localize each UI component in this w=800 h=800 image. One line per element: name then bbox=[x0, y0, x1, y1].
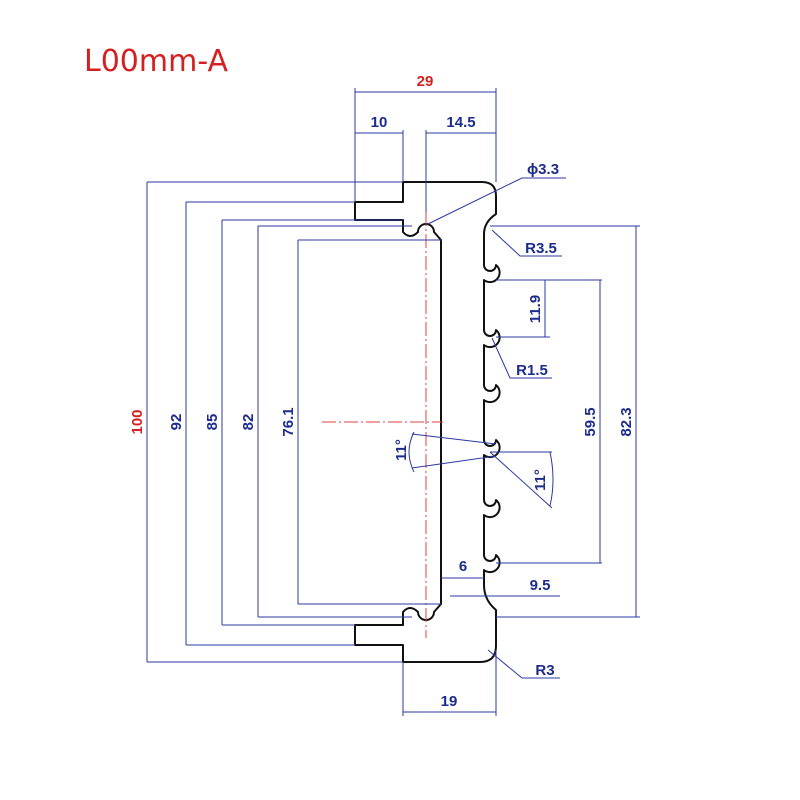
drawing-title: L00mm-A bbox=[84, 44, 229, 79]
dim-height-85: 85 bbox=[204, 414, 221, 431]
angle-arc-right bbox=[549, 451, 554, 507]
leader-radius-bottom bbox=[487, 649, 560, 679]
dim-half-width: 14.5 bbox=[446, 114, 475, 131]
dim-fin-pitch: 11.9 bbox=[527, 295, 544, 323]
dim-height-100: 100 bbox=[129, 409, 146, 434]
dim-hole-diameter: ϕ3.3 bbox=[527, 161, 559, 178]
dim-fin-span: 59.5 bbox=[582, 407, 599, 436]
dim-height-92: 92 bbox=[168, 414, 185, 431]
dim-height-76: 76.1 bbox=[280, 407, 297, 436]
angle-line-right-b bbox=[489, 451, 553, 509]
angle-line-left-b bbox=[411, 455, 497, 469]
dim-angle-right: 11° bbox=[532, 469, 549, 491]
dim-right-height: 82.3 bbox=[618, 407, 635, 436]
leader-hole-diameter bbox=[427, 177, 566, 225]
dim-flange-width: 10 bbox=[371, 114, 388, 131]
angle-arc-left bbox=[408, 431, 415, 473]
dim-radius-top: R3.5 bbox=[525, 240, 557, 257]
profile-outline bbox=[354, 181, 501, 663]
dim-angle-left: 11° bbox=[393, 439, 410, 461]
dim-wall-thickness: 6 bbox=[459, 558, 467, 575]
dim-radius-bottom: R3 bbox=[535, 662, 554, 679]
dim-fin-radius: R1.5 bbox=[516, 362, 548, 379]
dim-base-offset: 9.5 bbox=[530, 577, 551, 594]
dim-overall-width: 29 bbox=[417, 73, 434, 90]
leader-radius-top bbox=[491, 229, 562, 257]
dim-height-82: 82 bbox=[240, 414, 257, 431]
leader-fin-radius bbox=[491, 337, 552, 379]
angle-line-left-a bbox=[411, 433, 497, 445]
dim-base-width: 19 bbox=[441, 693, 458, 710]
